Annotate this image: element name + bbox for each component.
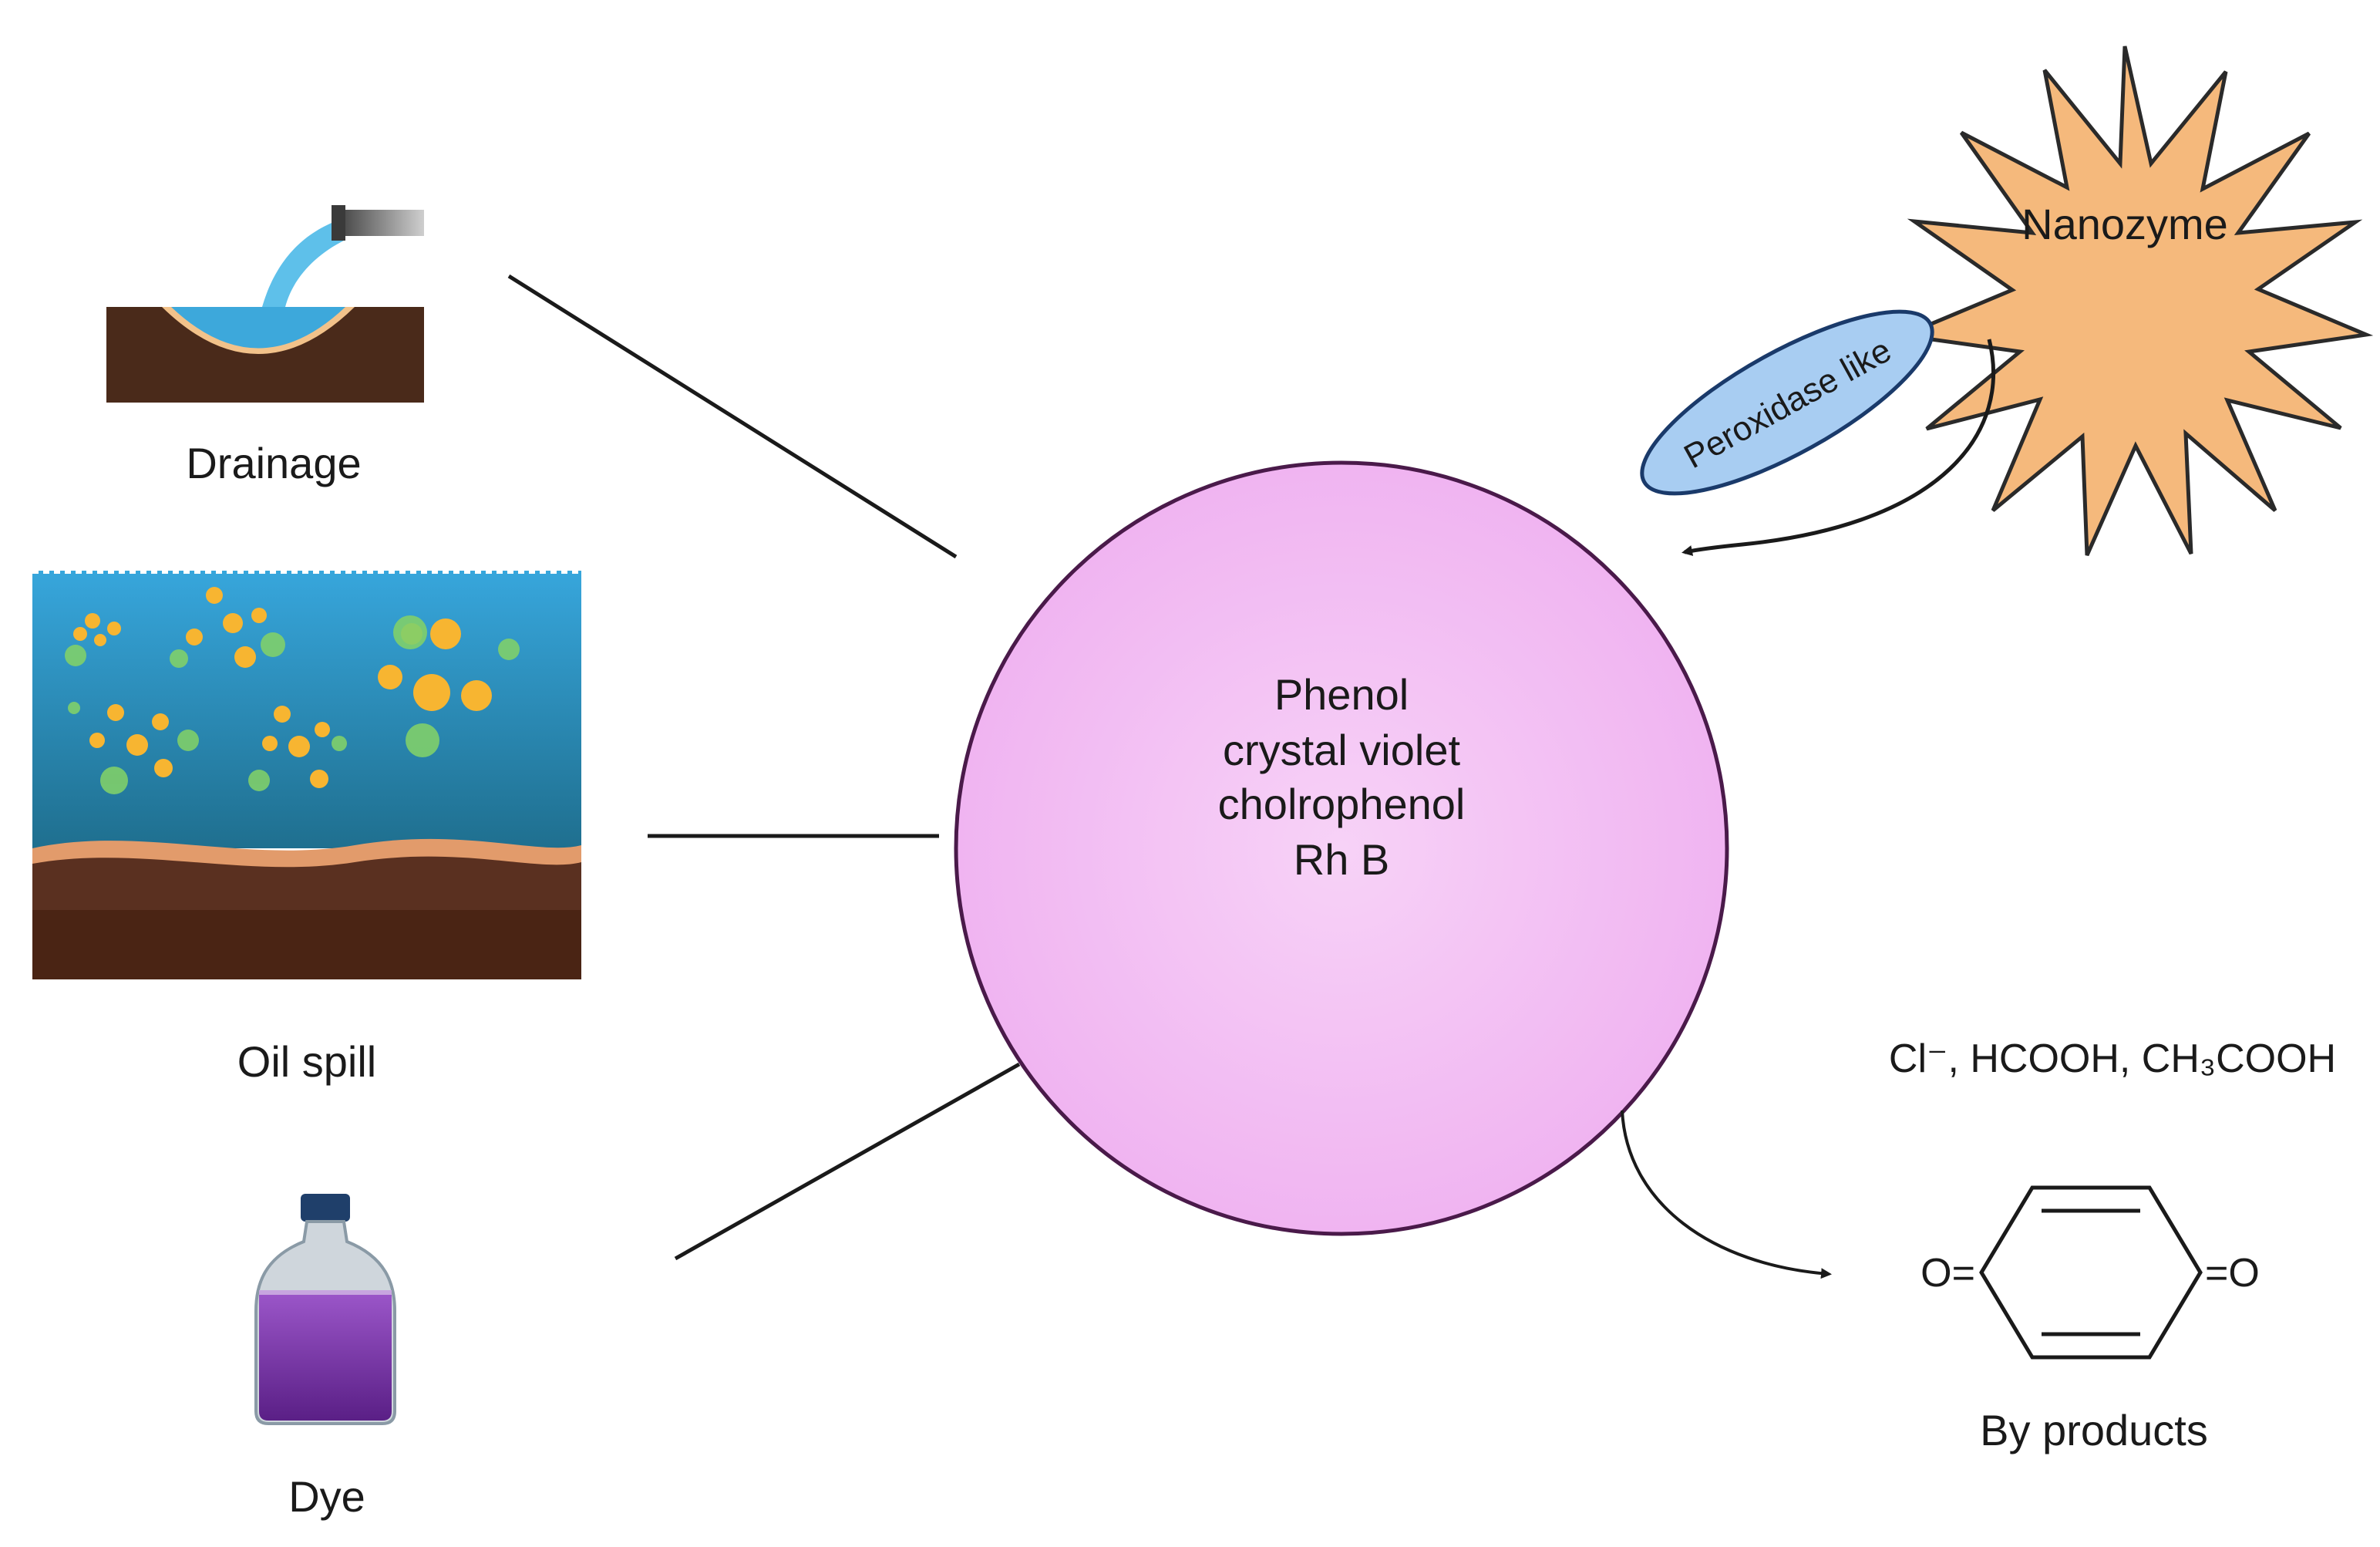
pollutant-phenol: Phenol (1274, 670, 1409, 719)
dye-bottle-illustration (254, 1194, 396, 1425)
byproduct-ions: Cl⁻, HCOOH, CH₃COOH (1889, 1036, 2336, 1081)
nanozyme-arrow (1681, 339, 1996, 556)
benzoquinone-molecule (1979, 1185, 2203, 1360)
dye-label: Dye (288, 1472, 365, 1521)
connector-drainage (507, 274, 958, 559)
molecule-left-oxygen: O= (1920, 1251, 1975, 1296)
byproduct-arrow (1621, 1110, 1832, 1279)
pollutant-circle (954, 460, 1729, 1236)
drainage-illustration (106, 205, 424, 403)
nanozyme-label: Nanozyme (2021, 200, 2228, 248)
nanozyme-star (1896, 46, 2374, 557)
drainage-label: Drainage (186, 439, 361, 487)
oil-spill-illustration (32, 571, 581, 979)
pollutant-crystal-violet: crystal violet (1223, 726, 1461, 774)
oil-spill-label: Oil spill (237, 1037, 376, 1086)
connector-dye (674, 1062, 1021, 1261)
pollutant-chlorophenol: cholrophenol (1218, 780, 1466, 828)
pollutant-rhb: Rh B (1294, 835, 1390, 884)
molecule-right-oxygen: =O (2205, 1251, 2260, 1296)
byproducts-label: By products (1980, 1406, 2208, 1454)
peroxidase-badge: Peroxidase like (1640, 309, 1934, 496)
